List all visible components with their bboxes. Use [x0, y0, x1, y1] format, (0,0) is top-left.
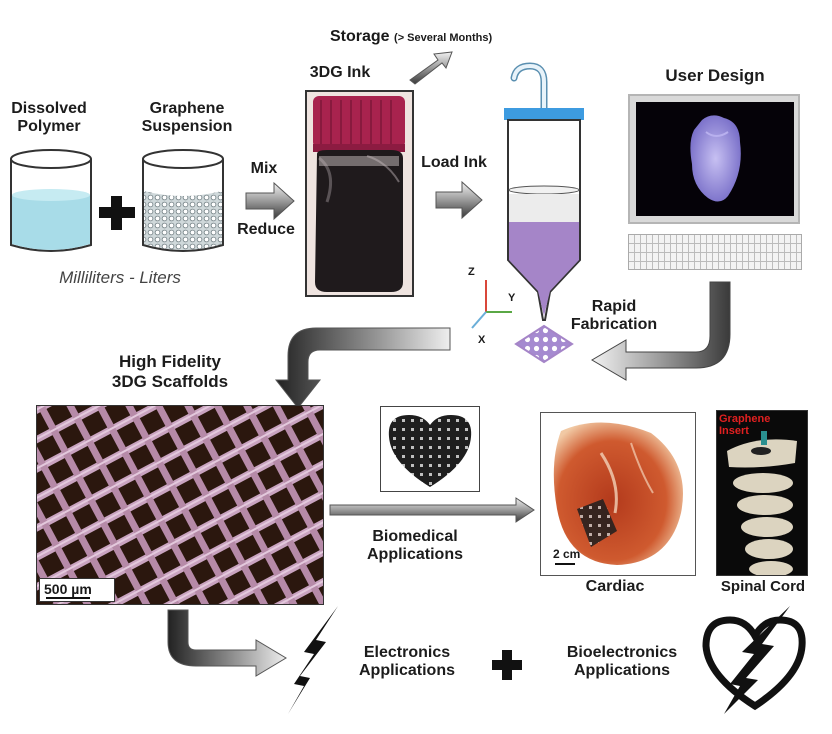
- polymer-label-line1: Dissolved: [11, 100, 87, 117]
- bioelectronics-label: Bioelectronics Applications: [548, 644, 696, 681]
- reduce-label: Reduce: [237, 221, 295, 238]
- plus-icon-bottom: [492, 650, 522, 680]
- spinal-label: Spinal Cord: [720, 578, 806, 595]
- user-design-label: User Design: [665, 66, 765, 85]
- fabrication-to-scaffold-arrow-icon: [274, 327, 451, 409]
- graphene-insert-line2: Insert: [719, 425, 749, 438]
- mix-label: Mix: [250, 160, 278, 177]
- heart-organ-icon: [553, 422, 683, 565]
- scaffolds-title: High Fidelity 3DG Scaffolds: [80, 352, 260, 391]
- mix-arrow-icon: [245, 181, 295, 221]
- rapid-line2: Fabrication: [570, 316, 658, 334]
- graphene-beaker-icon: [142, 149, 224, 252]
- load-ink-arrow-icon: [435, 180, 483, 220]
- polymer-label-line2: Polymer: [17, 118, 81, 136]
- load-ink-label: Load Ink: [421, 154, 487, 171]
- rapid-line1: Rapid: [591, 298, 637, 315]
- graphene-insert-line1: Graphene: [719, 413, 771, 425]
- graphene-insert-label: Graphene Insert: [719, 413, 770, 437]
- lightning-bolt-icon: [288, 606, 338, 714]
- graphene-label: Graphene Suspension: [132, 100, 242, 137]
- storage-text: Storage: [330, 28, 390, 45]
- scaffolds-title-line1: High Fidelity: [119, 352, 221, 371]
- polymer-label: Dissolved Polymer: [4, 100, 94, 137]
- storage-label: Storage (> Several Months): [330, 28, 492, 46]
- cardiac-photo: 2 cm: [540, 412, 696, 576]
- cardiac-scale-label: 2 cm: [553, 547, 581, 561]
- ink-label: 3DG Ink: [309, 64, 371, 81]
- scaffold-photo: 500 µm: [36, 405, 324, 605]
- bioelectronics-line1: Bioelectronics: [566, 644, 678, 661]
- ink-jar-photo: [305, 90, 414, 297]
- cardiac-label: Cardiac: [585, 578, 645, 595]
- monitor-screen: [628, 94, 800, 224]
- biomedical-line2: Applications: [366, 546, 463, 564]
- polymer-beaker-icon: [10, 149, 92, 252]
- storage-note: (> Several Months): [394, 32, 493, 44]
- printed-lattice-icon: [514, 324, 574, 364]
- axis-z-label: Z: [468, 266, 475, 278]
- ink-jar-icon: [313, 96, 405, 292]
- electronics-line1: Electronics: [363, 644, 451, 661]
- scaffolds-title-line2: 3DG Scaffolds: [111, 371, 229, 391]
- electronics-line2: Applications: [358, 662, 455, 680]
- biomedical-arrow-icon: [329, 497, 535, 523]
- electronics-label: Electronics Applications: [342, 644, 472, 681]
- scale-bar-label: 500 µm: [44, 581, 92, 597]
- cardiac-scale-line: [555, 563, 575, 565]
- plus-icon: [99, 196, 135, 230]
- heart-scaffold-icon: [388, 415, 472, 487]
- keyboard-icon: [628, 234, 802, 270]
- scaffold-to-electronics-arrow-icon: [167, 609, 287, 677]
- syringe-icon: [504, 62, 584, 321]
- spinal-photo: Graphene Insert: [716, 410, 808, 576]
- bioelectronics-line2: Applications: [573, 662, 670, 680]
- heart-bolt-icon: [702, 606, 806, 714]
- heart-model-icon: [690, 115, 741, 202]
- lattice-image: [37, 406, 323, 604]
- monitor-display: [636, 102, 794, 216]
- scale-bar-box: 500 µm: [39, 578, 115, 602]
- storage-arrow-icon: [409, 51, 453, 85]
- xyz-axes-icon: [471, 280, 512, 329]
- biomedical-label: Biomedical Applications: [350, 528, 480, 565]
- heart-scaffold-photo: [380, 406, 480, 492]
- graphene-label-line1: Graphene: [149, 100, 225, 117]
- biomedical-line1: Biomedical: [372, 528, 458, 545]
- design-to-fabrication-arrow-icon: [591, 281, 731, 381]
- axis-y-label: Y: [508, 292, 516, 304]
- axis-x-label: X: [478, 334, 486, 346]
- scale-bar-line: [46, 597, 90, 599]
- graphene-label-line2: Suspension: [141, 118, 233, 136]
- vertebrae-icon: [727, 431, 797, 575]
- volume-note: Milliliters - Liters: [59, 268, 181, 287]
- rapid-fabrication-label: Rapid Fabrication: [560, 298, 668, 335]
